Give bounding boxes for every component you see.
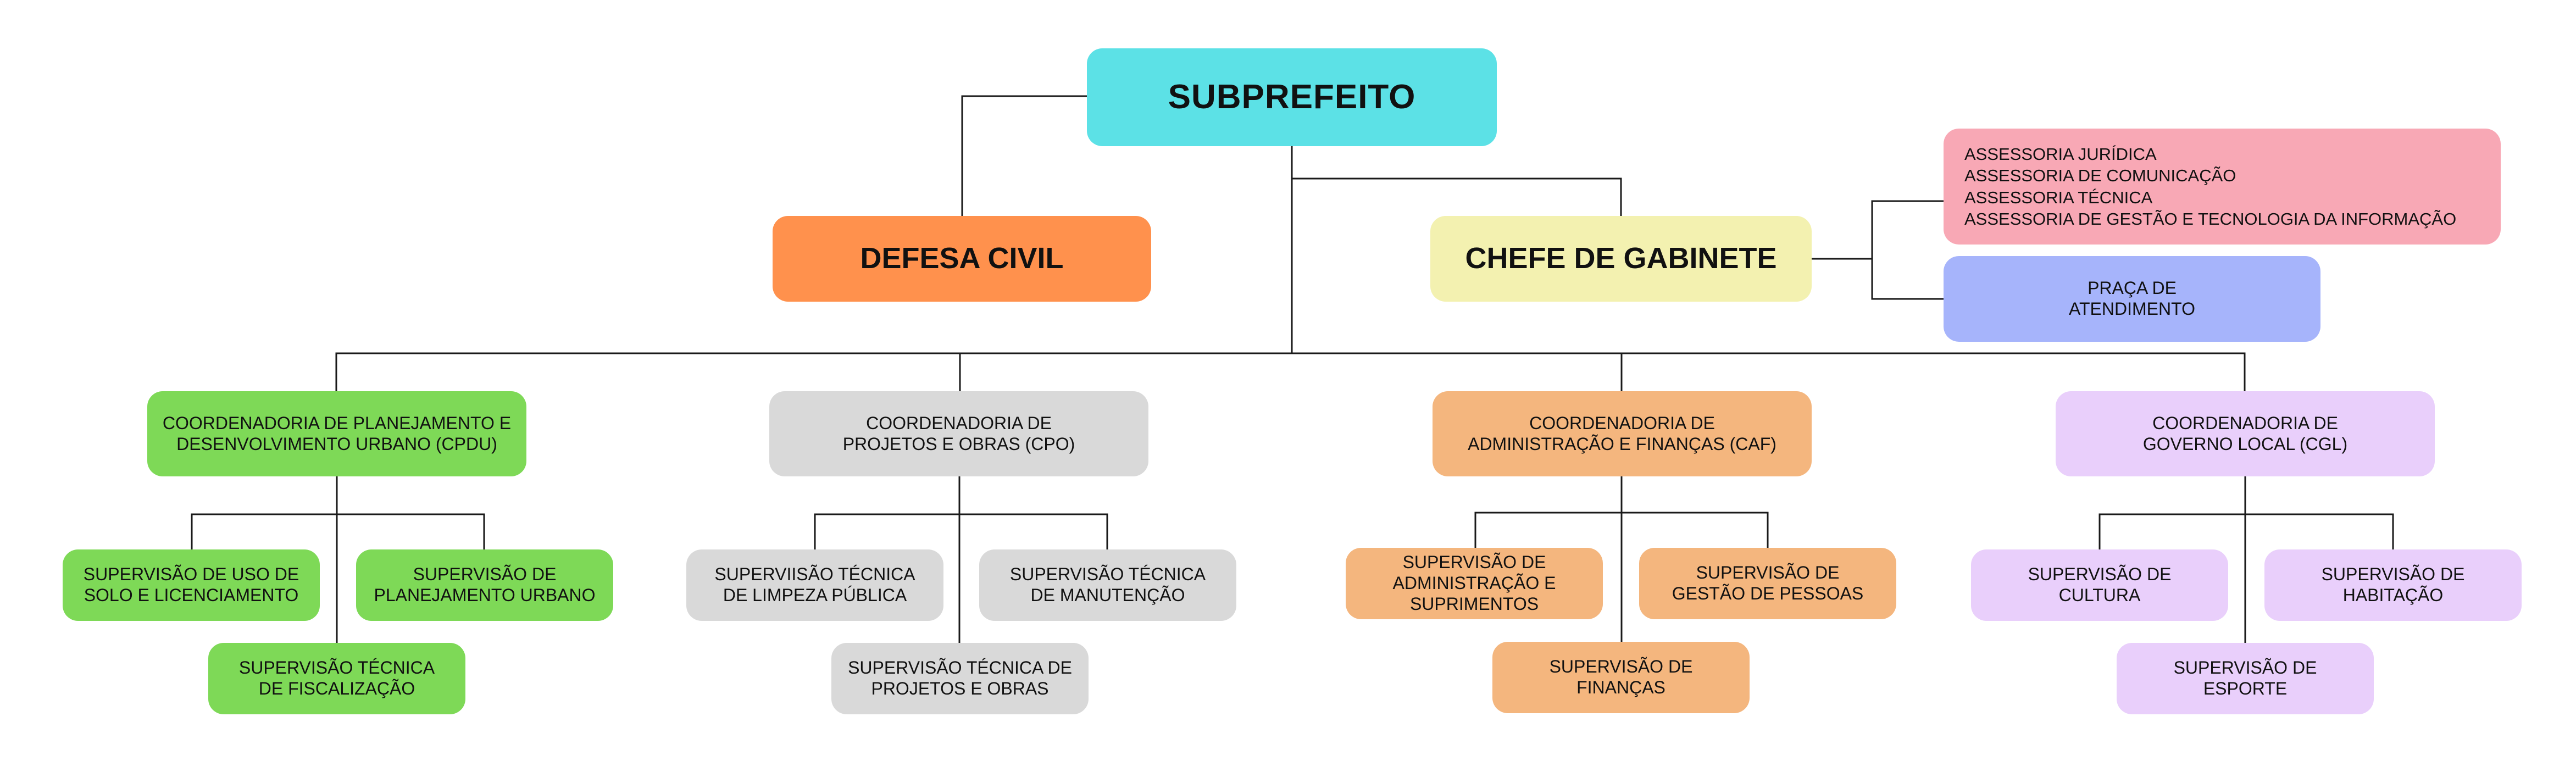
node-defesa-civil-label: DEFESA CIVIL (860, 242, 1064, 275)
node-chefe-de-gabinete-label: CHEFE DE GABINETE (1465, 242, 1777, 275)
node-subprefeito: SUBPREFEITO (1087, 48, 1497, 146)
node-cgl-label: COORDENADORIA DE GOVERNO LOCAL (CGL) (2142, 413, 2348, 454)
node-defesa-civil: DEFESA CIVIL (773, 216, 1151, 302)
node-sup-financas: SUPERVISÃO DE FINANÇAS (1492, 642, 1750, 713)
node-cpdu: COORDENADORIA DE PLANEJAMENTO E DESENVOL… (147, 391, 526, 476)
node-sup-limpeza-publica: SUPERVIISÃO TÉCNICA DE LIMPEZA PÚBLICA (686, 549, 943, 621)
node-sup-gestao-de-pessoas-label: SUPERVISÃO DE GESTÃO DE PESSOAS (1672, 563, 1864, 603)
node-cpdu-label: COORDENADORIA DE PLANEJAMENTO E DESENVOL… (162, 413, 512, 454)
node-cpo: COORDENADORIA DE PROJETOS E OBRAS (CPO) (769, 391, 1148, 476)
node-assessorias: ASSESSORIA JURÍDICA ASSESSORIA DE COMUNI… (1944, 129, 2501, 245)
node-caf: COORDENADORIA DE ADMINISTRAÇÃO E FINANÇA… (1433, 391, 1812, 476)
node-sup-planejamento-urbano-label: SUPERVISÃO DE PLANEJAMENTO URBANO (374, 564, 596, 605)
node-sup-uso-de-solo-label: SUPERVISÃO DE USO DE SOLO E LICENCIAMENT… (83, 564, 299, 605)
node-praca-label: PRAÇA DE ATENDIMENTO (2069, 278, 2195, 319)
node-sup-manutencao-label: SUPERVISÃO TÉCNICA DE MANUTENÇÃO (1009, 564, 1206, 605)
node-sup-habitacao: SUPERVISÃO DE HABITAÇÃO (2264, 549, 2522, 621)
node-sup-fiscalizacao: SUPERVISÃO TÉCNICA DE FISCALIZAÇÃO (208, 643, 465, 714)
node-sup-gestao-de-pessoas: SUPERVISÃO DE GESTÃO DE PESSOAS (1639, 548, 1896, 619)
node-cpo-label: COORDENADORIA DE PROJETOS E OBRAS (CPO) (842, 413, 1075, 454)
node-subprefeito-label: SUBPREFEITO (1168, 78, 1416, 116)
node-sup-projetos-e-obras-label: SUPERVISÃO TÉCNICA DE PROJETOS E OBRAS (848, 658, 1072, 698)
node-sup-projetos-e-obras: SUPERVISÃO TÉCNICA DE PROJETOS E OBRAS (831, 643, 1089, 714)
node-sup-cultura-label: SUPERVISÃO DE CULTURA (2028, 564, 2172, 605)
node-sup-uso-de-solo: SUPERVISÃO DE USO DE SOLO E LICENCIAMENT… (63, 549, 320, 621)
node-sup-esporte: SUPERVISÃO DE ESPORTE (2117, 643, 2374, 714)
node-sup-cultura: SUPERVISÃO DE CULTURA (1971, 549, 2228, 621)
node-sup-administracao: SUPERVISÃO DE ADMINISTRAÇÃO E SUPRIMENTO… (1346, 548, 1603, 619)
node-sup-administracao-label: SUPERVISÃO DE ADMINISTRAÇÃO E SUPRIMENTO… (1392, 552, 1556, 614)
node-sup-manutencao: SUPERVISÃO TÉCNICA DE MANUTENÇÃO (979, 549, 1236, 621)
node-sup-fiscalizacao-label: SUPERVISÃO TÉCNICA DE FISCALIZAÇÃO (238, 658, 435, 698)
node-chefe-de-gabinete: CHEFE DE GABINETE (1430, 216, 1812, 302)
node-sup-habitacao-label: SUPERVISÃO DE HABITAÇÃO (2321, 564, 2465, 605)
node-sup-limpeza-publica-label: SUPERVIISÃO TÉCNICA DE LIMPEZA PÚBLICA (714, 564, 915, 605)
node-cgl: COORDENADORIA DE GOVERNO LOCAL (CGL) (2056, 391, 2435, 476)
node-praca-de-atendimento: PRAÇA DE ATENDIMENTO (1944, 256, 2320, 342)
node-sup-esporte-label: SUPERVISÃO DE ESPORTE (2173, 658, 2317, 698)
node-assessorias-label: ASSESSORIA JURÍDICA ASSESSORIA DE COMUNI… (1964, 144, 2457, 229)
node-sup-planejamento-urbano: SUPERVISÃO DE PLANEJAMENTO URBANO (356, 549, 613, 621)
node-caf-label: COORDENADORIA DE ADMINISTRAÇÃO E FINANÇA… (1468, 413, 1776, 454)
node-sup-financas-label: SUPERVISÃO DE FINANÇAS (1549, 657, 1693, 697)
